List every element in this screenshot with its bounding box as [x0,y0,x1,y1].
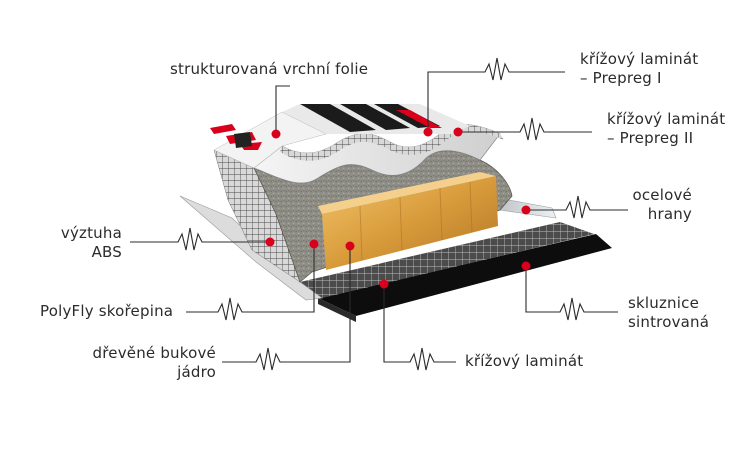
label-abs: výztuha ABS [50,224,122,262]
label-prepreg-2: křížový laminát – Prepreg II [607,110,725,148]
bottom-mesh-shape [300,222,594,298]
label-base-line1: skluznice [628,294,699,312]
label-steel-edges-line2: hrany [647,205,692,223]
marker-wood-core [345,241,355,251]
top-stripe-dark-1 [300,104,376,132]
marker-steel-edges [521,205,531,215]
marker-cross-laminate [379,279,389,289]
top-stripe-red [396,110,442,128]
wood-core-front [322,176,498,270]
leader-polyfly [186,244,315,321]
marker-base [521,261,531,271]
leader-prepreg-1 [427,57,565,132]
label-abs-line2: ABS [91,243,122,261]
leader-cross-laminate [383,284,456,371]
label-wood-core-line2: jádro [177,363,216,381]
label-prepreg-2-line1: křížový laminát [607,110,726,128]
wood-core-top [318,172,496,214]
red-markers [265,127,531,289]
leader-top-foil [275,85,290,134]
marker-top-foil [271,129,281,139]
leader-base [525,266,618,321]
marker-polyfly [309,239,319,249]
base-layer-shape [318,234,612,316]
wood-core-grain [359,181,473,261]
leader-lines [130,57,628,371]
label-top-foil-text: strukturovaná vrchní folie [170,60,369,78]
leader-wood-core [222,246,351,371]
label-wood-core: dřevěné bukové jádro [88,344,216,382]
label-prepreg-1-line2: – Prepreg I [580,69,662,87]
leader-abs [130,227,270,251]
label-base-line2: sintrovaná [628,313,710,331]
leader-prepreg-2 [458,117,592,141]
marker-prepreg-2 [453,127,463,137]
label-prepreg-2-line2: – Prepreg II [607,129,694,147]
label-polyfly-text: PolyFly skořepina [40,302,174,320]
label-cross-laminate-text: křížový laminát [465,352,584,370]
top-side-wall [213,111,327,169]
label-wood-core-line1: dřevěné bukové [92,344,216,362]
label-prepreg-1-line1: křížový laminát [580,50,699,68]
leader-steel-edges [526,195,628,219]
label-base: skluznice sintrovaná [628,294,709,332]
marker-prepreg-1 [423,127,433,137]
label-abs-line1: výztuha [60,224,122,242]
label-cross-laminate: křížový laminát [465,352,583,371]
top-stripe-dark-2 [340,104,410,130]
side-dark-graphic [234,132,252,148]
label-steel-edges: ocelové hrany [630,186,692,224]
label-polyfly: PolyFly skořepina [40,302,173,321]
label-top-foil: strukturovaná vrchní folie [170,60,368,79]
base-layer-front [318,298,356,322]
label-prepreg-1: křížový laminát – Prepreg I [580,50,698,88]
label-steel-edges-line1: ocelové [632,186,692,204]
marker-abs [265,237,275,247]
